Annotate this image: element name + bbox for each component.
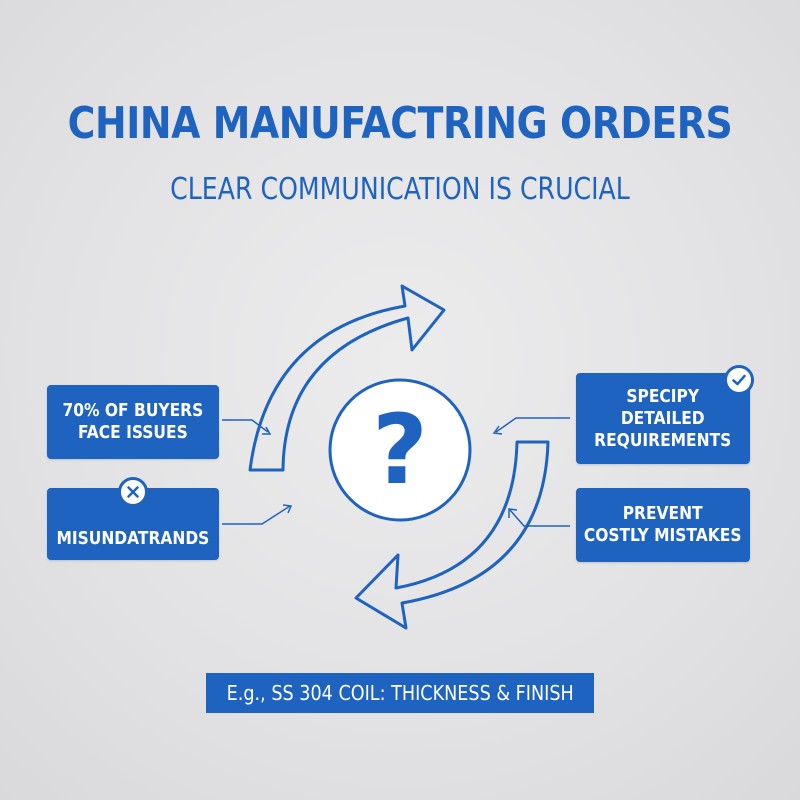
connector-arrow-specify-head (492, 425, 503, 435)
specify-requirements-label: SPECIPY DETAILED REQUIREMENTS (594, 385, 732, 451)
question-circle (328, 378, 472, 522)
cycle-arrow-bottom-icon (354, 440, 550, 630)
connector-arrow-buyers-head (262, 426, 272, 435)
specify-requirements-card: SPECIPY DETAILED REQUIREMENTS (576, 373, 750, 464)
connector-arrow-prevent-head (508, 508, 518, 518)
prevent-mistakes-label: PREVENT COSTLY MISTAKES (584, 503, 742, 546)
buyers-issues-label: 70% OF BUYERS FACE ISSUES (62, 400, 204, 443)
buyers-issues-card: 70% OF BUYERS FACE ISSUES (47, 385, 219, 459)
x-circle-icon (118, 477, 148, 507)
connector-arrow-buyers (222, 419, 269, 433)
question-mark-icon: ? (372, 394, 428, 506)
connector-arrows (222, 417, 570, 527)
connector-arrow-misunderstand (222, 505, 291, 525)
example-banner: E.g., SS 304 COIL: THICKNESS & FINISH (206, 673, 594, 713)
connector-arrow-misunderstand-head (282, 504, 293, 514)
connector-arrow-specify (495, 417, 570, 433)
page-subtitle: CLEAR COMMUNICATION IS CRUCIAL (170, 172, 630, 207)
page-title: CHINA MANUFACTRING ORDERS (67, 98, 733, 149)
cycle-arrow-top-icon (248, 284, 446, 472)
connector-arrow-prevent (509, 509, 570, 527)
misunderstand-label: MISUNDATRANDS (56, 528, 210, 549)
check-circle-icon (724, 365, 754, 395)
prevent-mistakes-card: PREVENT COSTLY MISTAKES (576, 488, 750, 562)
example-banner-text: E.g., SS 304 COIL: THICKNESS & FINISH (226, 681, 574, 705)
